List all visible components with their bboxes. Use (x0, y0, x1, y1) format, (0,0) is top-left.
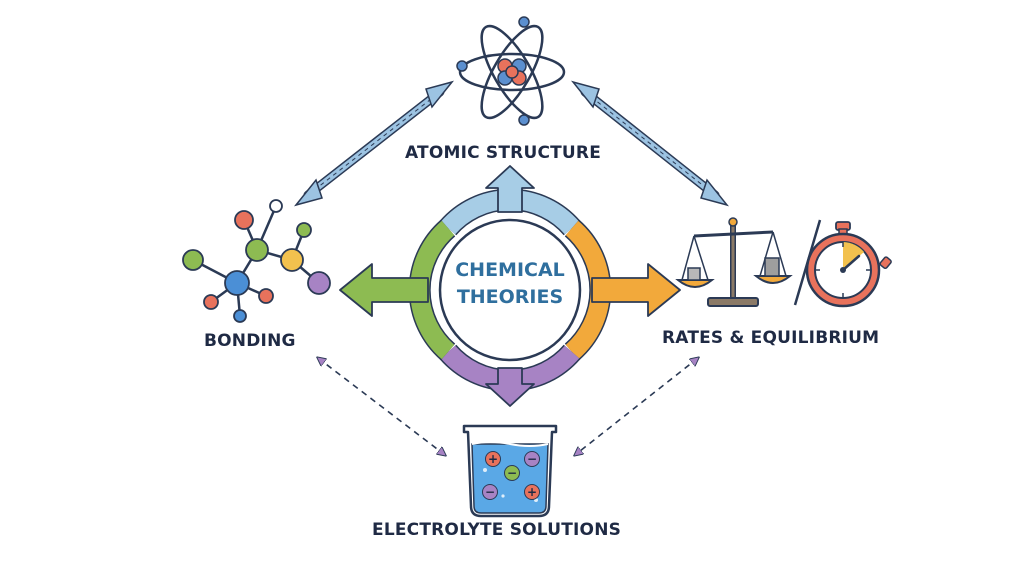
ion-minus-1: − (524, 451, 540, 467)
ion-minus-3: − (482, 484, 498, 500)
center-label-line1: CHEMICAL (455, 259, 565, 281)
hub-arrow-up (485, 165, 535, 213)
node-label-electrolyte-solutions: ELECTROLYTE SOLUTIONS (372, 520, 622, 540)
link-bonding-electrolyte (318, 358, 445, 455)
ion-minus-2: − (504, 465, 520, 481)
node-label-bonding: BONDING (204, 331, 296, 351)
ion-plus-2: + (524, 484, 540, 500)
node-label-rates-equilibrium: RATES & EQUILIBRIUM (662, 328, 880, 348)
atom-icon (456, 16, 566, 126)
center-label-line2: THEORIES (456, 286, 564, 308)
hub-arrow-right (591, 263, 681, 317)
hub-arrow-left (339, 263, 429, 317)
link-atomic-rates (570, 80, 730, 207)
hub-arrow-down (485, 367, 535, 407)
molecule-icon (182, 199, 331, 323)
stopwatch-icon (805, 221, 892, 308)
link-bonding-atomic (293, 80, 455, 207)
ion-plus-1: + (485, 451, 501, 467)
node-label-atomic-structure: ATOMIC STRUCTURE (405, 143, 602, 163)
link-rates-electrolyte (575, 358, 698, 455)
balance-scale-icon (675, 217, 793, 307)
